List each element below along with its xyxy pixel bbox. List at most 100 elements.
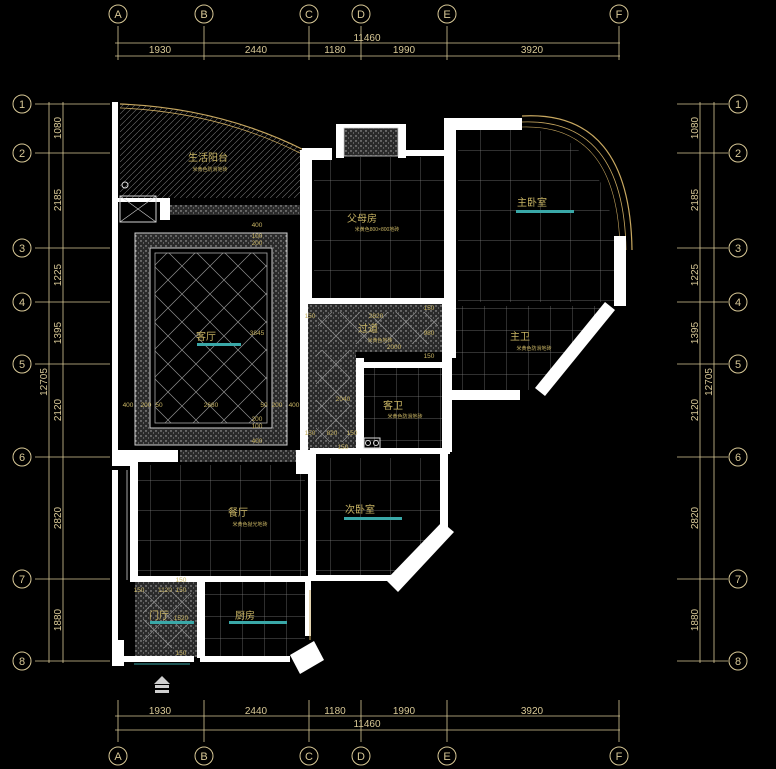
walls: [112, 102, 626, 674]
dim-right-6: 2820: [690, 506, 701, 529]
dim-top-2: 2440: [245, 45, 268, 56]
bottom-dimensions: [115, 700, 620, 742]
inner-dim-living-right-50: 50: [260, 402, 268, 409]
label-accent-bars: [150, 210, 574, 624]
room-label-master-bath: 主卫: [510, 331, 530, 343]
axis-label-left-8: 8: [19, 656, 25, 668]
room-label-foyer: 门厅: [149, 609, 169, 622]
master-bedroom-floor: [458, 129, 615, 302]
axis-label-left-4: 4: [19, 297, 25, 309]
axis-label-top-d: D: [357, 9, 365, 21]
inner-dim-foyer-1520: 1520: [174, 615, 189, 622]
dim-total-top: 11460: [353, 33, 381, 44]
axis-label-right-4: 4: [735, 297, 741, 309]
dim-left-5: 2120: [53, 398, 64, 421]
inner-dim-corridor-150e: 150: [347, 430, 358, 437]
axis-label-bottom-d: D: [357, 751, 365, 763]
inner-dim-corridor-150f: 150: [338, 444, 349, 451]
inner-dim-foyer-150a: 150: [134, 587, 145, 594]
axis-label-bottom-f: F: [616, 751, 623, 763]
left-axis-bubbles: [12, 94, 32, 671]
dim-bottom-5: 3920: [521, 706, 544, 717]
axis-label-right-5: 5: [735, 359, 741, 371]
bottom-axis-bubbles: [108, 746, 629, 766]
inner-dim-corridor-150b: 150: [424, 305, 435, 312]
inner-dim-corridor-150d: 150: [305, 430, 316, 437]
inner-dim-living-left-200: 200: [141, 402, 152, 409]
dim-right-7: 1880: [690, 608, 701, 631]
bay-window-arc: [521, 115, 633, 251]
dim-right-5: 2120: [690, 398, 701, 421]
room-label-kitchen: 厨房: [235, 609, 255, 622]
inner-dim-living-top-400: 400: [252, 222, 263, 229]
dim-top-5: 3920: [521, 45, 544, 56]
room-label-master-bedroom: 主卧室: [517, 196, 547, 209]
drain-symbol: [121, 181, 129, 189]
inner-dim-living-bot-400: 400: [252, 438, 263, 445]
dim-bottom-4: 1990: [393, 706, 416, 717]
dim-top-1: 1930: [149, 45, 172, 56]
axis-label-left-1: 1: [19, 99, 25, 111]
axis-label-left-7: 7: [19, 574, 25, 586]
axis-label-right-3: 3: [735, 243, 741, 255]
inner-dim-living-left-50: 50: [155, 402, 163, 409]
inner-dim-living-width: 2680: [204, 402, 219, 409]
inner-dim-living-top-200: 200: [252, 240, 263, 247]
axis-label-left-6: 6: [19, 452, 25, 464]
dim-top-4: 1990: [393, 45, 416, 56]
dim-left-total: 12705: [39, 368, 50, 396]
axis-label-top-a: A: [114, 9, 122, 21]
room-label-guest-bath: 客卫: [383, 399, 403, 412]
inner-dim-living-bot-100: 100: [252, 423, 263, 430]
axis-label-top-e: E: [443, 9, 450, 21]
room-note-guest-bath: 米黄色防滑地砖: [387, 413, 422, 420]
entrance-arrow-icon: [154, 676, 170, 693]
dim-bottom-1: 1930: [149, 706, 172, 717]
axis-label-top-c: C: [305, 9, 313, 21]
balcony-edge-arc: [119, 103, 305, 151]
room-label-balcony: 生活阳台: [188, 151, 228, 164]
inner-dim-foyer-150c: 150: [176, 587, 187, 594]
inner-dim-living-top-100: 100: [252, 233, 263, 240]
axis-label-right-6: 6: [735, 452, 741, 464]
room-label-corridor: 过道: [358, 322, 378, 335]
inner-dim-corridor-150c: 150: [424, 353, 435, 360]
inner-dim-foyer-150d: 150: [176, 650, 187, 657]
inner-dim-living-height: 3845: [250, 330, 265, 337]
dim-right-4: 1395: [690, 321, 701, 344]
room-note-master-bath: 米黄色防滑地砖: [516, 345, 551, 352]
room-label-living-room: 客厅: [196, 330, 216, 343]
dim-bottom-2: 2440: [245, 706, 268, 717]
dim-left-4: 1395: [53, 321, 64, 344]
kitchen-floor: [205, 582, 305, 657]
dim-right-2: 2185: [690, 188, 701, 211]
dim-left-7: 1880: [53, 608, 64, 631]
axis-label-bottom-e: E: [443, 751, 450, 763]
axis-label-top-f: F: [616, 9, 623, 21]
inner-dim-living-bot-200: 200: [252, 416, 263, 423]
inner-dim-foyer-150b: 150: [176, 577, 187, 584]
axis-label-bottom-b: B: [200, 751, 207, 763]
inner-dim-corridor-2820: 2820: [369, 313, 384, 320]
inner-dim-corridor-2040: 2040: [336, 396, 351, 403]
dim-right-3: 1225: [690, 263, 701, 286]
room-note-balcony: 米黄色防滑地砖: [192, 166, 227, 173]
left-dimensions: [35, 102, 110, 663]
dim-right-1: 1080: [690, 116, 701, 139]
balcony-floor: [120, 104, 300, 198]
top-dimensions: [115, 26, 620, 60]
dim-right-total: 12705: [704, 368, 715, 396]
parents-room-floor: [314, 157, 444, 300]
inner-dim-living-right-200: 200: [272, 402, 283, 409]
room-label-dining-room: 餐厅: [228, 506, 248, 519]
inner-dim-corridor-150a: 150: [305, 313, 316, 320]
axis-label-right-7: 7: [735, 574, 741, 586]
washing-machine: [119, 195, 157, 223]
right-axis-bubbles: [728, 94, 748, 671]
room-note-dining-room: 米黄色抛光地砖: [232, 521, 267, 528]
axis-label-left-5: 5: [19, 359, 25, 371]
dim-bottom-3: 1180: [324, 706, 346, 717]
inner-dim-corridor-820: 820: [327, 430, 338, 437]
room-label-parents-room: 父母房: [347, 212, 377, 225]
right-dimensions: [677, 102, 728, 663]
